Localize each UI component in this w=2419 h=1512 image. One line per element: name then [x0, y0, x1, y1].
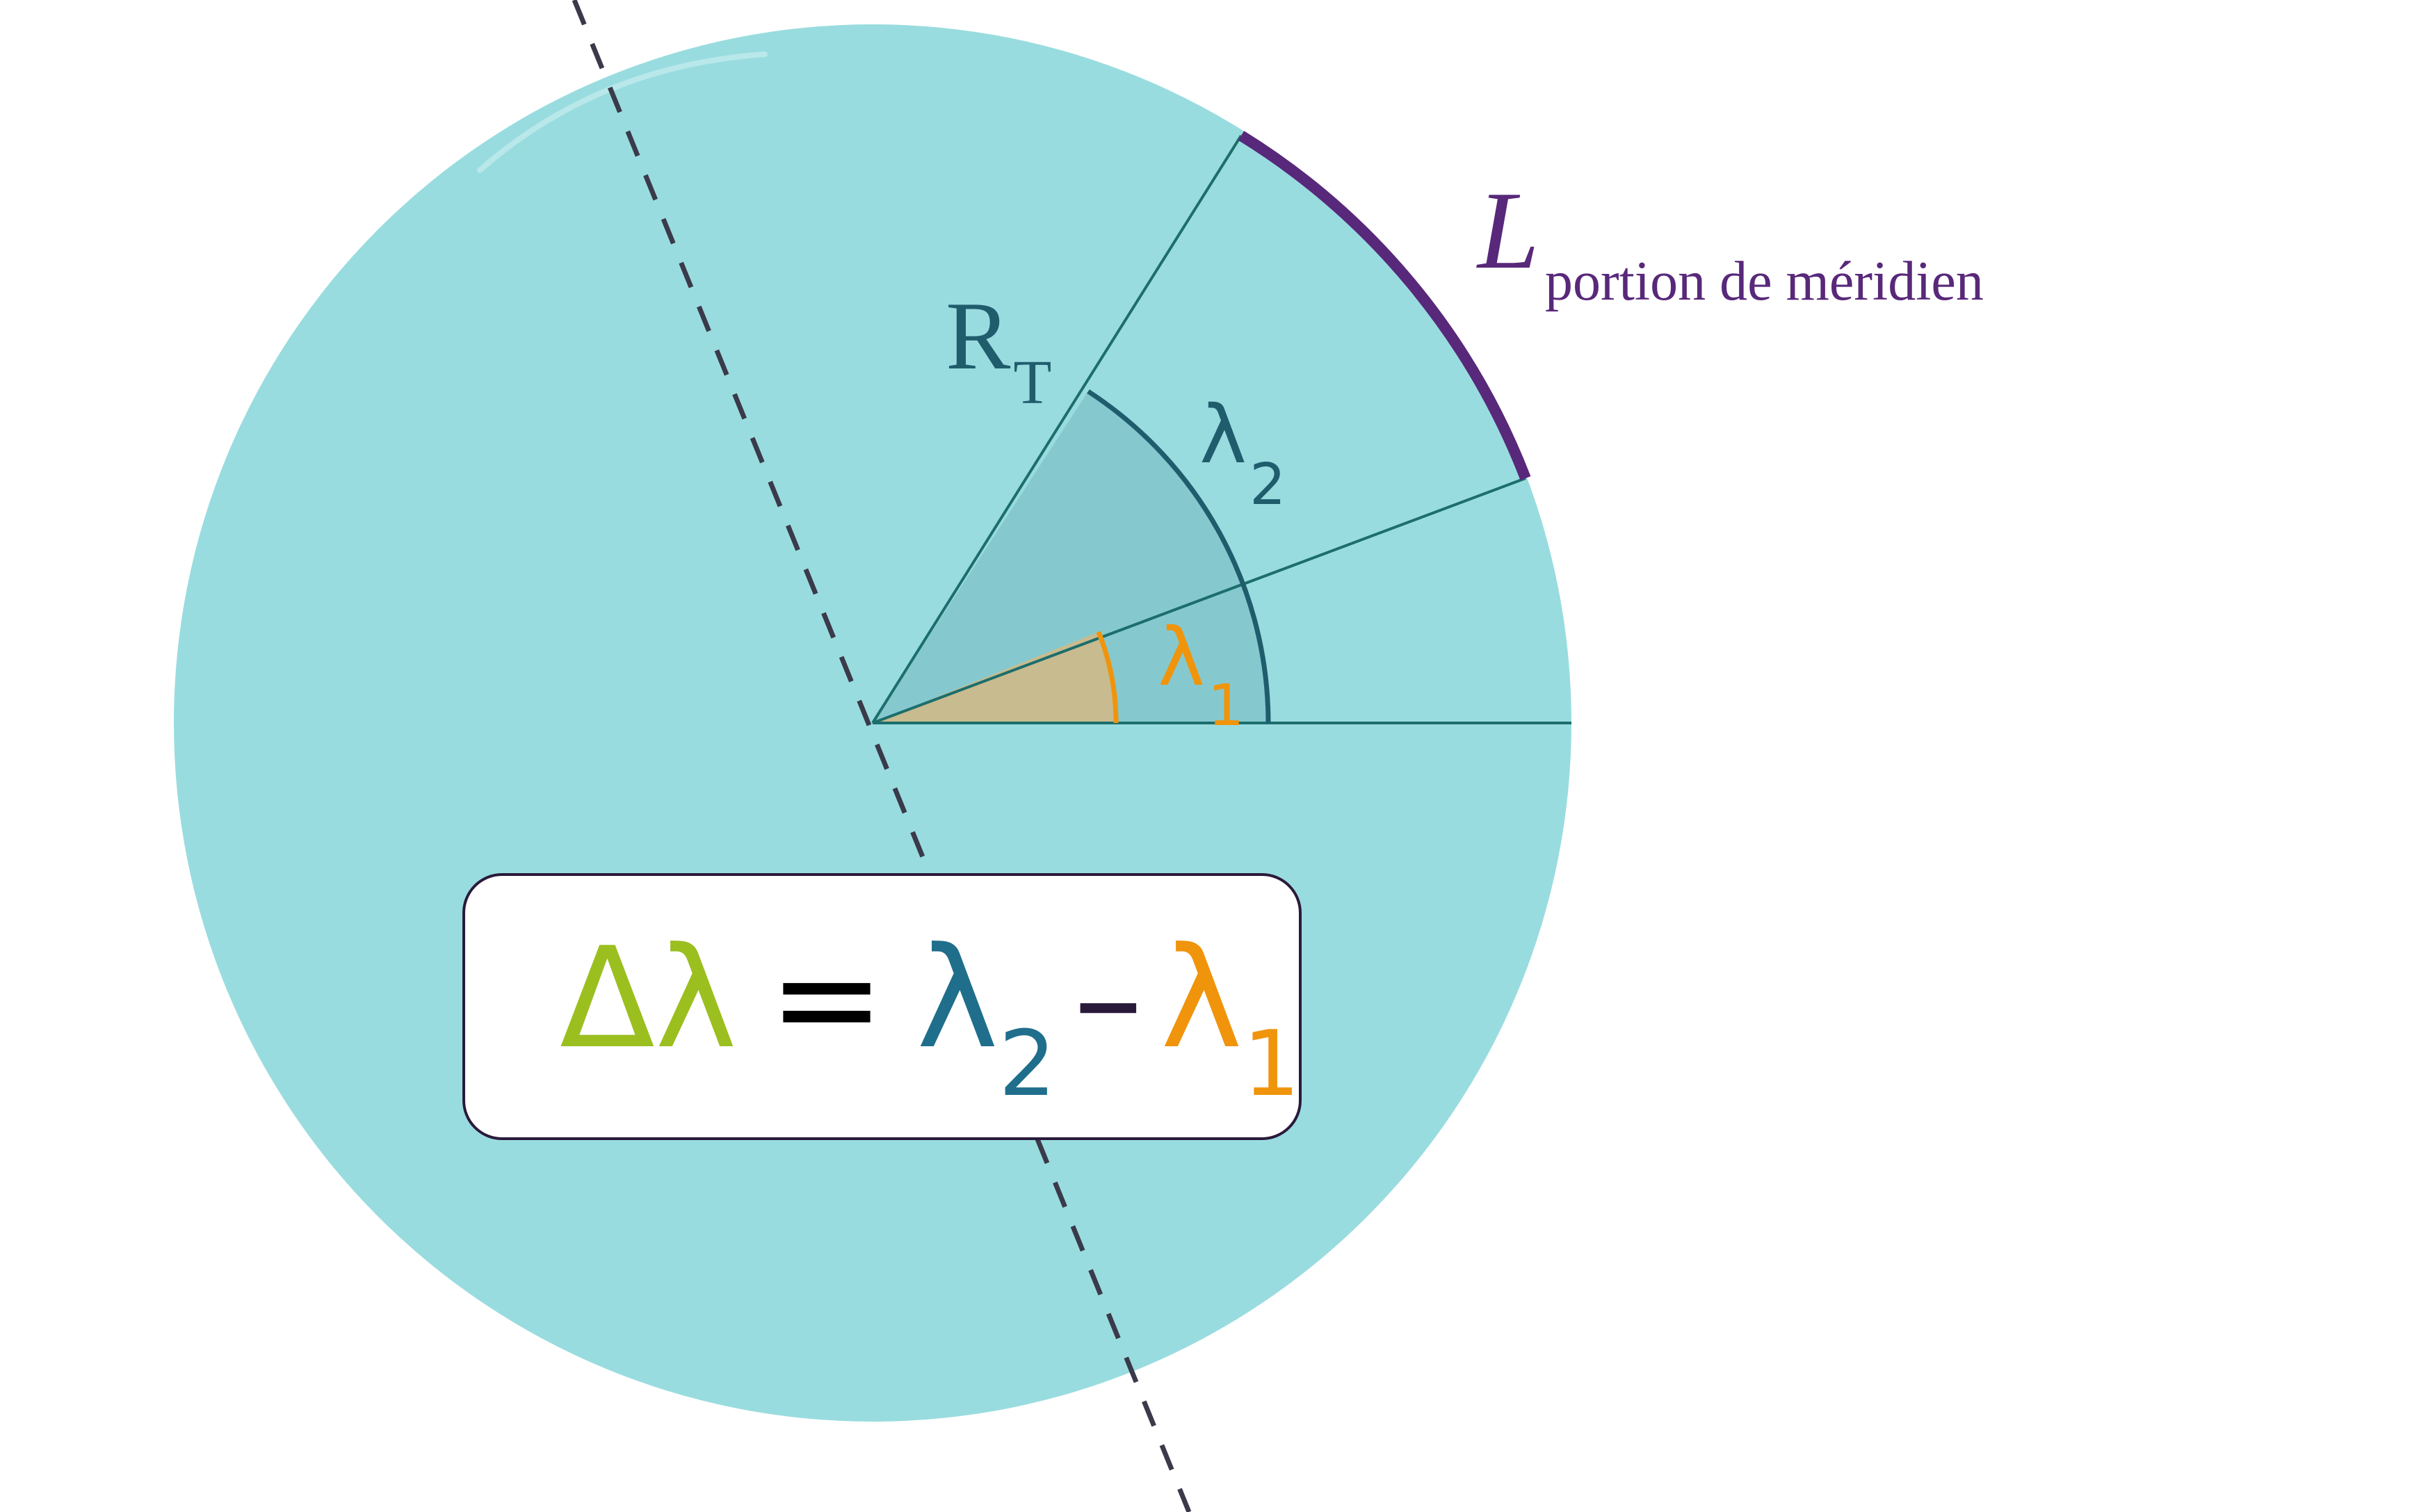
lambda2-sector [873, 391, 1268, 723]
lambda2-label: λ2 [1199, 389, 1286, 518]
lambda1-label: λ1 [1158, 611, 1244, 739]
formula-lambda2-sub: 2 [998, 1011, 1056, 1116]
lambda1-angle-arc [1096, 631, 1119, 724]
lambda1-label-main: λ [1158, 611, 1205, 704]
radius-label-sub: T [1013, 348, 1051, 417]
formula-box [462, 873, 1302, 1140]
meridian-portion-label-sub: portion de méridien [1545, 251, 1984, 312]
formula-lambda1: λ [1160, 918, 1243, 1080]
lambda2-angle-arc [1087, 389, 1271, 724]
lambda1-label-sub: 1 [1208, 673, 1244, 739]
lambda2-radius [871, 134, 1243, 724]
formula-lambda1-sub: 1 [1243, 1011, 1300, 1116]
radius-label: RT [946, 282, 1051, 417]
meridian-portion-arc [1238, 131, 1531, 480]
formula-delta-lambda: Δλ [560, 918, 737, 1080]
lambda2-label-sub: 2 [1249, 452, 1286, 518]
formula-minus: – [1074, 918, 1143, 1080]
lambda1-radius [872, 477, 1526, 724]
lambda2-label-main: λ [1199, 389, 1247, 482]
formula-lambda2: λ [916, 918, 998, 1080]
meridian-portion-label-main: L [1476, 168, 1539, 292]
radius-label-main: R [946, 282, 1011, 390]
formula-equals: = [768, 918, 885, 1080]
rotation-axis [572, 0, 1192, 1512]
formula: Δλ=λ2–λ1 [560, 918, 1300, 1116]
